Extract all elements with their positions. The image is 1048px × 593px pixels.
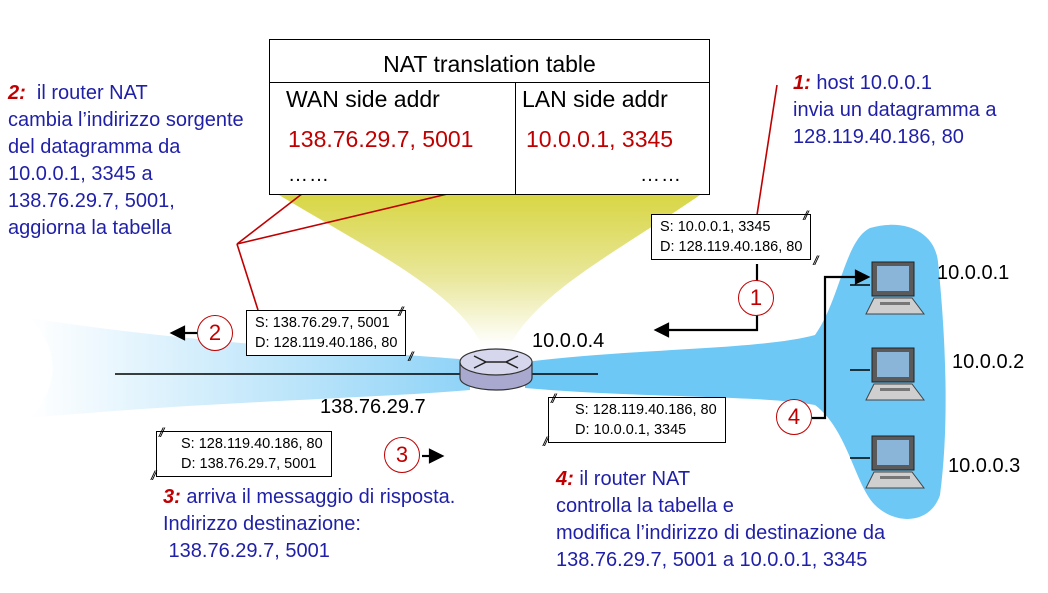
- step2-line: aggiorna la tabella: [8, 217, 172, 239]
- step4-line: il router NAT: [579, 468, 691, 490]
- step3-note: 3: arriva il messaggio di risposta. Indi…: [163, 484, 455, 565]
- packet-step2: // // S: 138.76.29.7, 5001 D: 128.119.40…: [246, 304, 414, 364]
- lan-cloud: [525, 224, 946, 519]
- step2-marker: 2: [197, 315, 233, 351]
- step2-line: il router NAT: [36, 82, 148, 104]
- packet-step4: // // S: 128.119.40.186, 80 D: 10.0.0.1,…: [543, 391, 726, 449]
- router-icon: [459, 348, 533, 391]
- nat-table-title: NAT translation table: [383, 51, 596, 77]
- table-ellipsis-wan: ……: [288, 164, 330, 186]
- host3-address: 10.0.0.3: [948, 455, 1021, 477]
- packet-step3: // // S: 128.119.40.186, 80 D: 138.76.29…: [151, 425, 332, 483]
- packet-edge-mark: //: [813, 253, 818, 268]
- packet-destination: D: 138.76.29.7, 5001: [181, 456, 317, 472]
- lan-address-cell: 10.0.0.1, 3345: [526, 126, 674, 152]
- nat-beam: [279, 195, 700, 345]
- step1-marker: 1: [738, 280, 774, 316]
- step3-marker: 3: [384, 437, 420, 473]
- step2-number: 2:: [8, 82, 26, 104]
- step1-number: 1:: [793, 72, 811, 94]
- step1-line: invia un datagramma a: [793, 99, 997, 121]
- packet-destination: D: 10.0.0.1, 3345: [575, 422, 687, 438]
- packet-edge-mark: //: [159, 425, 164, 440]
- step3-line: arriva il messaggio di risposta.: [186, 486, 456, 508]
- step1-line: 128.119.40.186, 80: [793, 126, 964, 148]
- step4-line: 138.76.29.7, 5001 a 10.0.0.1, 3345: [556, 549, 868, 571]
- packet-source: S: 10.0.0.1, 3345: [660, 219, 771, 235]
- column-header-lan: LAN side addr: [522, 86, 668, 112]
- step3-number: 3:: [163, 486, 181, 508]
- host-computer-icon: [865, 435, 925, 489]
- packet-source: S: 138.76.29.7, 5001: [255, 315, 390, 331]
- packet-destination: D: 128.119.40.186, 80: [255, 335, 398, 351]
- table-column-divider: [515, 82, 516, 194]
- router-wan-address: 138.76.29.7: [320, 396, 426, 418]
- step4-line: controlla la tabella e: [556, 495, 734, 517]
- router-lan-address: 10.0.0.4: [532, 330, 605, 352]
- step1-note: 1: host 10.0.0.1 invia un datagramma a 1…: [793, 70, 996, 151]
- table-ellipsis-lan: ……: [640, 164, 682, 186]
- step1-line: host 10.0.0.1: [816, 72, 933, 94]
- host1-address: 10.0.0.1: [937, 262, 1010, 284]
- step3-line: 138.76.29.7, 5001: [163, 540, 330, 562]
- packet-edge-mark: //: [408, 349, 413, 364]
- nat-translation-table: NAT translation table WAN side addr LAN …: [269, 39, 710, 195]
- step2-line: del datagramma da: [8, 136, 181, 158]
- host-computer-icon: [865, 261, 925, 315]
- step2-line: 138.76.29.7, 5001,: [8, 190, 175, 212]
- step4-note: 4: il router NAT controlla la tabella e …: [556, 466, 885, 574]
- step4-marker: 4: [776, 399, 812, 435]
- step4-number: 4:: [556, 468, 574, 490]
- packet-source: S: 128.119.40.186, 80: [181, 436, 323, 452]
- packet-edge-mark: //: [543, 434, 548, 449]
- step4-line: modifica l’indirizzo di destinazione da: [556, 522, 886, 544]
- step2-note: 2: il router NAT cambia l’indirizzo sorg…: [8, 80, 244, 242]
- packet-edge-mark: //: [551, 391, 556, 406]
- packet-source: S: 128.119.40.186, 80: [575, 402, 717, 418]
- packet-edge-mark: //: [803, 208, 808, 223]
- host2-address: 10.0.0.2: [952, 351, 1025, 373]
- packet-destination: D: 128.119.40.186, 80: [660, 239, 803, 255]
- packet-edge-mark: //: [398, 304, 403, 319]
- step2-line: 10.0.0.1, 3345 a: [8, 163, 153, 185]
- wan-address-cell: 138.76.29.7, 5001: [288, 126, 474, 152]
- packet-edge-mark: //: [151, 468, 156, 483]
- table-divider: [270, 82, 709, 83]
- step2-line: cambia l’indirizzo sorgente: [8, 109, 244, 131]
- packet-step1: // // S: 10.0.0.1, 3345 D: 128.119.40.18…: [651, 208, 819, 268]
- step3-line: Indirizzo destinazione:: [163, 513, 361, 535]
- flow-arrows: [169, 264, 871, 464]
- column-header-wan: WAN side addr: [286, 86, 440, 112]
- wan-cloud: [30, 318, 470, 418]
- host-computer-icon: [865, 347, 925, 401]
